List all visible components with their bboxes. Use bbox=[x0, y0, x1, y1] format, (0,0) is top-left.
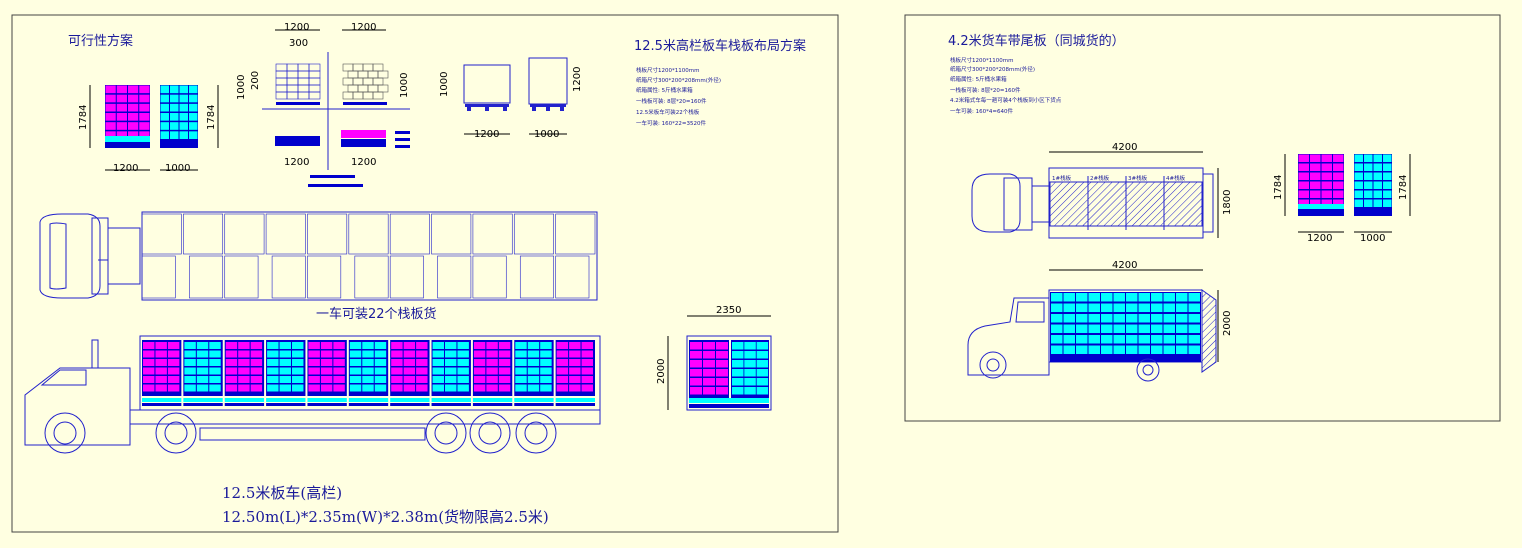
pallet-stack-cyan bbox=[1354, 154, 1392, 216]
spec-line: 12.5米板车可装22个栈板 bbox=[636, 108, 700, 116]
pallet-stack-magenta bbox=[105, 85, 150, 148]
grid-depth-dim: 1000 bbox=[399, 73, 410, 98]
box-wid-dim: 200 bbox=[250, 71, 261, 90]
box-grid-plan bbox=[275, 63, 321, 105]
grid-width-dim: 1200 bbox=[351, 157, 376, 168]
pallet-wid-dim: 1000 bbox=[534, 129, 559, 140]
spec-line: 一车可装: 160*4=640件 bbox=[950, 107, 1013, 115]
box-grid-brick bbox=[342, 63, 389, 105]
spec-line: 纸箱属性: 5斤桶水果箱 bbox=[636, 86, 693, 94]
pallet-foot bbox=[503, 107, 507, 111]
fork-slot bbox=[395, 131, 410, 134]
pallet-outline bbox=[463, 64, 511, 104]
pallet-top-layer bbox=[341, 130, 386, 138]
small-truck-side-view bbox=[967, 289, 1217, 382]
grid-width-dim: 1200 bbox=[284, 22, 309, 33]
cross-section-stacks bbox=[689, 340, 769, 408]
grid-width-dim: 1200 bbox=[351, 22, 376, 33]
spec-line: 纸箱尺寸300*200*208mm(外径) bbox=[950, 65, 1035, 73]
left-specs: 栈板尺寸1200*1100mm 纸箱尺寸300*200*208mm(外径) 纸箱… bbox=[636, 66, 721, 127]
pallet-plank bbox=[308, 184, 363, 187]
stack-height-dim: 1784 bbox=[78, 105, 89, 130]
grid-depth-dim: 1000 bbox=[236, 75, 247, 100]
right-title: 4.2米货车带尾板（同城货的） bbox=[948, 33, 1125, 49]
stack-height-dim: 1784 bbox=[1273, 175, 1284, 200]
pallet-len-dim: 1200 bbox=[474, 129, 499, 140]
pallet-skid bbox=[465, 104, 509, 107]
container-width-dim: 2350 bbox=[716, 305, 741, 316]
stack-height-dim: 1784 bbox=[1398, 175, 1409, 200]
pallet-foot bbox=[546, 107, 550, 111]
spec-line: 一栈板可装: 8层*20=160件 bbox=[636, 97, 707, 105]
right-specs: 栈板尺寸1200*1100mm 纸箱尺寸300*200*208mm(外径) 纸箱… bbox=[950, 56, 1062, 115]
pallet-len-dim: 1200 bbox=[1307, 233, 1332, 244]
fork-slot bbox=[395, 138, 410, 141]
truck-side-view bbox=[24, 335, 601, 454]
pallet-foot bbox=[485, 107, 489, 111]
pallet-foot bbox=[467, 107, 471, 111]
pallet-stack-magenta bbox=[1298, 154, 1344, 216]
spec-line: 纸箱尺寸300*200*208mm(外径) bbox=[636, 76, 721, 84]
small-truck-top-view bbox=[971, 167, 1214, 239]
pallet-stack-cyan bbox=[160, 85, 198, 148]
fork-slot bbox=[395, 145, 410, 148]
pallet-len-dim: 1200 bbox=[113, 163, 138, 174]
box-len-dim: 300 bbox=[289, 38, 308, 49]
spec-line: 一栈板可装: 8层*20=160件 bbox=[950, 86, 1021, 94]
spec-line: 纸箱属性: 5斤桶水果箱 bbox=[950, 75, 1007, 83]
spec-line: 一车可装: 160*22=3520件 bbox=[636, 119, 706, 127]
pallet-foot bbox=[532, 107, 536, 111]
stack-height-dim: 1784 bbox=[206, 105, 217, 130]
pallet-skid bbox=[530, 104, 566, 107]
pallet-plank bbox=[310, 175, 355, 178]
pallet-label: 1#栈板 bbox=[1052, 174, 1072, 182]
pallet-depth-dim: 1000 bbox=[439, 72, 450, 97]
pallet-len-dim: 1200 bbox=[572, 67, 583, 92]
pallet-label: 3#栈板 bbox=[1128, 174, 1148, 182]
truck-name: 12.5米板车(高栏) bbox=[222, 484, 342, 502]
spec-line: 栈板尺寸1200*1100mm bbox=[636, 66, 699, 74]
pallet-label: 4#栈板 bbox=[1166, 174, 1186, 182]
side-height-dim: 2000 bbox=[1222, 311, 1233, 336]
pallet-wid-dim: 1000 bbox=[1360, 233, 1385, 244]
feasibility-title: 可行性方案 bbox=[68, 33, 133, 49]
box-len-dim: 4200 bbox=[1112, 142, 1137, 153]
spec-line: 4.2米箱式车每一趟可装4个栈板到小区下货点 bbox=[950, 96, 1062, 104]
truck-top-view bbox=[39, 211, 598, 301]
pallet-wid-dim: 1000 bbox=[165, 163, 190, 174]
box-wid-dim: 1800 bbox=[1222, 190, 1233, 215]
pallet-base bbox=[341, 139, 386, 147]
pallet-foot bbox=[560, 107, 564, 111]
pallet-label: 2#栈板 bbox=[1090, 174, 1110, 182]
capacity-label: 一车可装22个栈板货 bbox=[316, 306, 437, 322]
container-height-dim: 2000 bbox=[656, 359, 667, 384]
grid-width-dim: 1200 bbox=[284, 157, 309, 168]
truck-dims: 12.50m(L)*2.35m(W)*2.38m(货物限高2.5米) bbox=[222, 508, 549, 526]
pallet-side bbox=[275, 136, 320, 146]
side-len-dim: 4200 bbox=[1112, 260, 1137, 271]
spec-line: 栈板尺寸1200*1100mm bbox=[950, 56, 1013, 64]
plan-title: 12.5米高栏板车栈板布局方案 bbox=[634, 38, 806, 54]
container-section bbox=[686, 335, 772, 411]
